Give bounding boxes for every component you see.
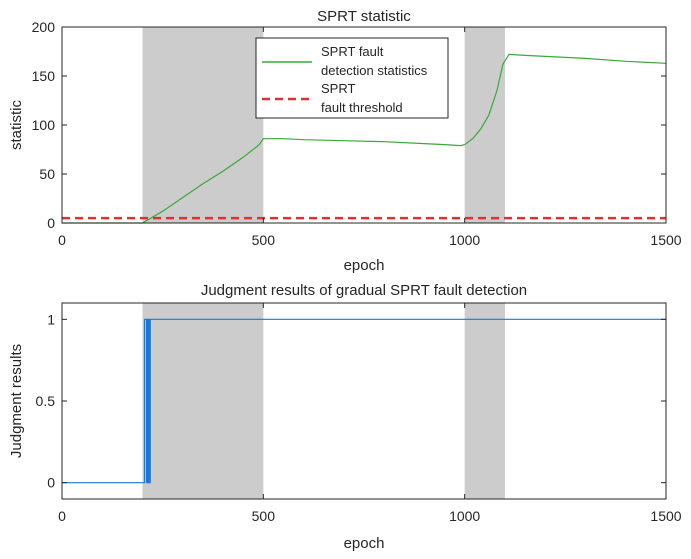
legend: SPRT fault detection statistics SPRT fau…: [255, 37, 449, 119]
shaded-interval-1: [464, 27, 505, 223]
x-tick-label: 0: [58, 508, 66, 524]
x-tick-label: 1500: [650, 232, 681, 248]
fault-interval-shading: [142, 27, 505, 223]
y-tick-label: 150: [32, 68, 56, 84]
fault-interval-shading: [142, 303, 505, 499]
y-tick-label: 0.5: [36, 393, 56, 409]
x-axis-ticks: 0 500 1000 1500: [58, 27, 682, 248]
series-line-0: [62, 318, 666, 484]
y-tick-label: 100: [32, 117, 56, 133]
y-tick-label: 1: [47, 311, 55, 327]
y-tick-label: 200: [32, 19, 56, 35]
x-tick-label: 500: [252, 232, 276, 248]
y-tick-label: 50: [39, 166, 55, 182]
x-tick-label: 1000: [449, 232, 480, 248]
legend-box: [255, 37, 449, 119]
y-axis-ticks: 0 50 100 150 200: [32, 19, 666, 231]
y-axis-ticks: 00.51: [36, 311, 666, 491]
x-axis-label: epoch: [344, 257, 385, 274]
series-line-0: [62, 53, 667, 224]
chart-title: Judgment results of gradual SPRT fault d…: [201, 282, 527, 299]
shaded-interval-1: [464, 303, 505, 499]
legend-entry-threshold-line1: SPRT: [321, 81, 355, 96]
legend-entry-statistics-line2: detection statistics: [321, 63, 428, 78]
x-tick-label: 0: [58, 232, 66, 248]
y-axis-label: statistic: [8, 99, 25, 150]
legend-entry-threshold-line2: fault threshold: [321, 100, 403, 115]
x-tick-label: 1500: [650, 508, 681, 524]
chart-sprt-statistic: 0 500 1000 1500 0 50 100 150 200 SPRT statistic…: [8, 8, 682, 274]
y-tick-label: 0: [47, 215, 55, 231]
x-axis-ticks: 0 500 1000 1500: [58, 303, 682, 524]
x-tick-label: 500: [252, 508, 276, 524]
x-axis-label: epoch: [344, 535, 385, 552]
series-group: [62, 318, 666, 484]
series-group: [62, 53, 667, 224]
shaded-interval-0: [142, 27, 264, 223]
legend-entry-statistics-line1: SPRT fault: [321, 44, 384, 59]
y-axis-label: Judgment results: [8, 344, 25, 458]
chart-title: SPRT statistic: [317, 8, 411, 25]
x-tick-label: 1000: [449, 508, 480, 524]
shaded-interval-0: [142, 303, 264, 499]
y-tick-label: 0: [47, 475, 55, 491]
